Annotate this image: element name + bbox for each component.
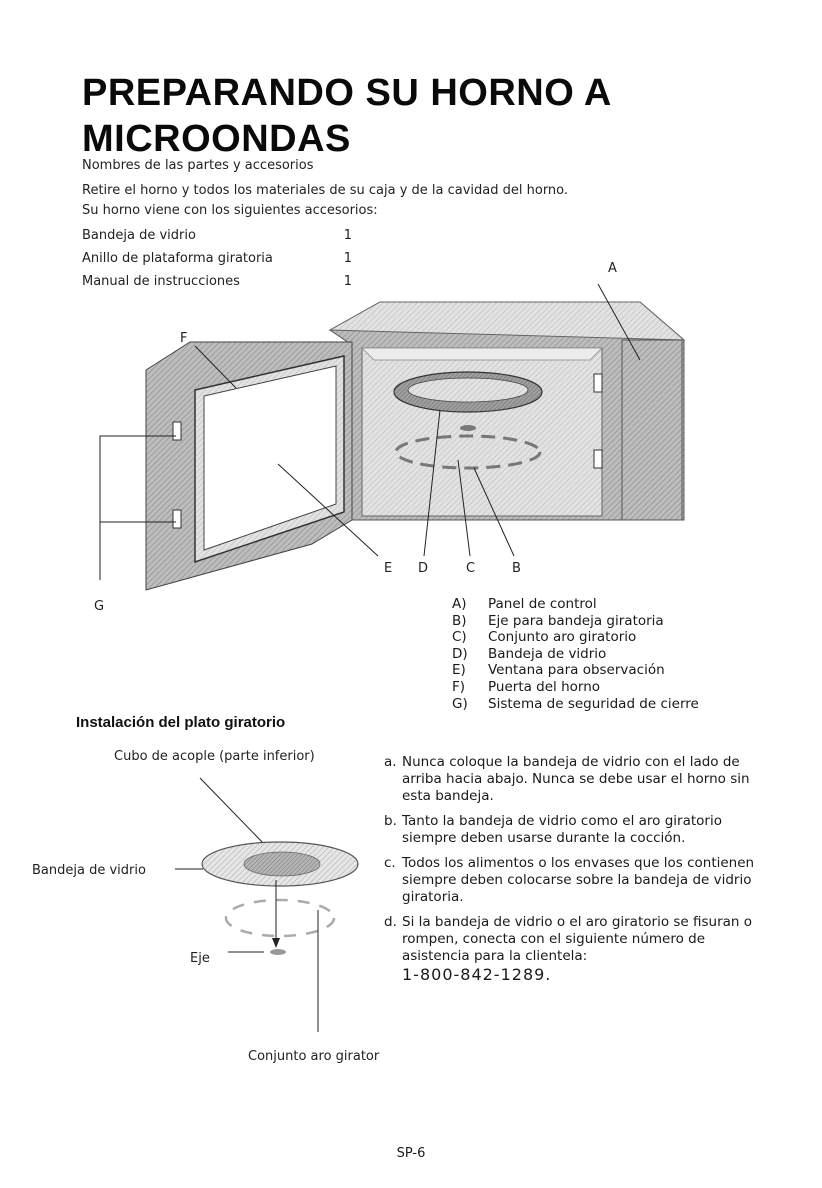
label-d: D bbox=[418, 561, 428, 576]
subtitle: Nombres de las partes y accesorios bbox=[82, 158, 314, 173]
support-phone: 1-800-842-1289. bbox=[402, 965, 552, 984]
page-number: SP-6 bbox=[396, 1146, 426, 1161]
oven-door bbox=[145, 341, 353, 591]
instruction-item: c. Todos los alimentos o los envases que… bbox=[384, 855, 764, 906]
parts-letter: G) bbox=[452, 695, 468, 712]
page-title: PREPARANDO SU HORNO A MICROONDAS bbox=[82, 70, 612, 162]
parts-letter: C) bbox=[452, 629, 467, 646]
title-line-2: MICROONDAS bbox=[82, 118, 351, 160]
intro-line-2: Su horno viene con los siguientes acceso… bbox=[82, 203, 378, 218]
parts-name: Bandeja de vidrio bbox=[488, 645, 607, 662]
parts-letter: A) bbox=[452, 596, 467, 612]
instruction-text: Todos los alimentos o los envases que lo… bbox=[402, 855, 755, 905]
instructions-list: a. Nunca coloque la bandeja de vidrio co… bbox=[384, 754, 764, 993]
accessory-name: Bandeja de vidrio bbox=[82, 228, 196, 243]
parts-row: C) Conjunto aro giratorio bbox=[450, 629, 699, 646]
instruction-text: Si la bandeja de vidrio o el aro girator… bbox=[402, 914, 764, 985]
section-heading: Instalación del plato giratorio bbox=[76, 714, 286, 731]
intro-line-1: Retire el horno y todos los materiales d… bbox=[82, 183, 569, 198]
parts-name: Puerta del horno bbox=[488, 678, 601, 695]
parts-name: Conjunto aro giratorio bbox=[488, 629, 637, 646]
accessory-row: Anillo de plataforma giratoria 1 bbox=[82, 249, 352, 272]
parts-row: E) Ventana para observación bbox=[450, 662, 699, 679]
parts-letter: B) bbox=[452, 612, 467, 629]
turntable-diagram: Cubo de acople (parte inferior) Bandeja … bbox=[32, 749, 380, 1064]
accessory-row: Bandeja de vidrio 1 bbox=[82, 226, 352, 249]
label-b: B bbox=[512, 561, 521, 576]
shaft-label: Eje bbox=[190, 951, 210, 966]
parts-row: F) Puerta del horno bbox=[450, 679, 699, 696]
instruction-item: d. Si la bandeja de vidrio o el aro gira… bbox=[384, 914, 764, 985]
accessory-qty: 1 bbox=[343, 274, 352, 289]
accessory-qty: 1 bbox=[343, 228, 352, 243]
instruction-item: a. Nunca coloque la bandeja de vidrio co… bbox=[384, 754, 764, 805]
ring-label: Conjunto aro giratorio bbox=[248, 1049, 380, 1064]
parts-row: B) Eje para bandeja giratoria bbox=[450, 613, 699, 630]
accessory-row: Manual de instrucciones 1 bbox=[82, 272, 352, 295]
accessory-qty: 1 bbox=[343, 251, 352, 266]
parts-list: A) Panel de control B) Eje para bandeja gi… bbox=[450, 596, 699, 712]
parts-name: Ventana para observación bbox=[488, 662, 665, 679]
parts-name: Sistema de seguridad de cierre bbox=[488, 695, 699, 712]
label-c: C bbox=[466, 561, 475, 576]
instruction-text: Nunca coloque la bandeja de vidrio con e… bbox=[402, 754, 750, 804]
parts-letter: E) bbox=[452, 662, 466, 679]
accessories-list: Bandeja de vidrio 1 Anillo de plataforma… bbox=[82, 226, 352, 295]
microwave-diagram: A F E D C B G bbox=[94, 261, 686, 614]
parts-row: A) Panel de control bbox=[450, 596, 699, 613]
parts-letter: F) bbox=[452, 678, 466, 695]
parts-row: D) Bandeja de vidrio bbox=[450, 646, 699, 663]
label-a: A bbox=[608, 261, 617, 276]
instruction-letter: b. bbox=[384, 813, 397, 829]
label-f: F bbox=[180, 331, 187, 346]
intro-text: Retire el horno y todos los materiales d… bbox=[82, 181, 568, 221]
parts-name: Panel de control bbox=[488, 596, 597, 612]
glass-label: Bandeja de vidrio bbox=[32, 863, 146, 878]
instruction-letter: c. bbox=[384, 855, 396, 871]
label-g: G bbox=[94, 599, 104, 614]
hub-label: Cubo de acople (parte inferior) bbox=[114, 749, 315, 764]
instruction-letter: d. bbox=[384, 914, 397, 930]
parts-name: Eje para bandeja giratoria bbox=[488, 612, 664, 629]
instruction-letter: a. bbox=[384, 754, 397, 770]
parts-row: G) Sistema de seguridad de cierre bbox=[450, 696, 699, 713]
title-line-1: PREPARANDO SU HORNO A bbox=[82, 72, 612, 114]
instruction-item: b. Tanto la bandeja de vidrio como el ar… bbox=[384, 813, 764, 847]
accessory-name: Anillo de plataforma giratoria bbox=[82, 251, 273, 266]
label-e: E bbox=[384, 561, 392, 576]
oven-body bbox=[328, 301, 686, 521]
instruction-text: Tanto la bandeja de vidrio como el aro g… bbox=[402, 813, 722, 846]
parts-letter: D) bbox=[452, 645, 468, 662]
instruction-text-body: Si la bandeja de vidrio o el aro girator… bbox=[402, 914, 753, 964]
accessory-name: Manual de instrucciones bbox=[82, 274, 240, 289]
